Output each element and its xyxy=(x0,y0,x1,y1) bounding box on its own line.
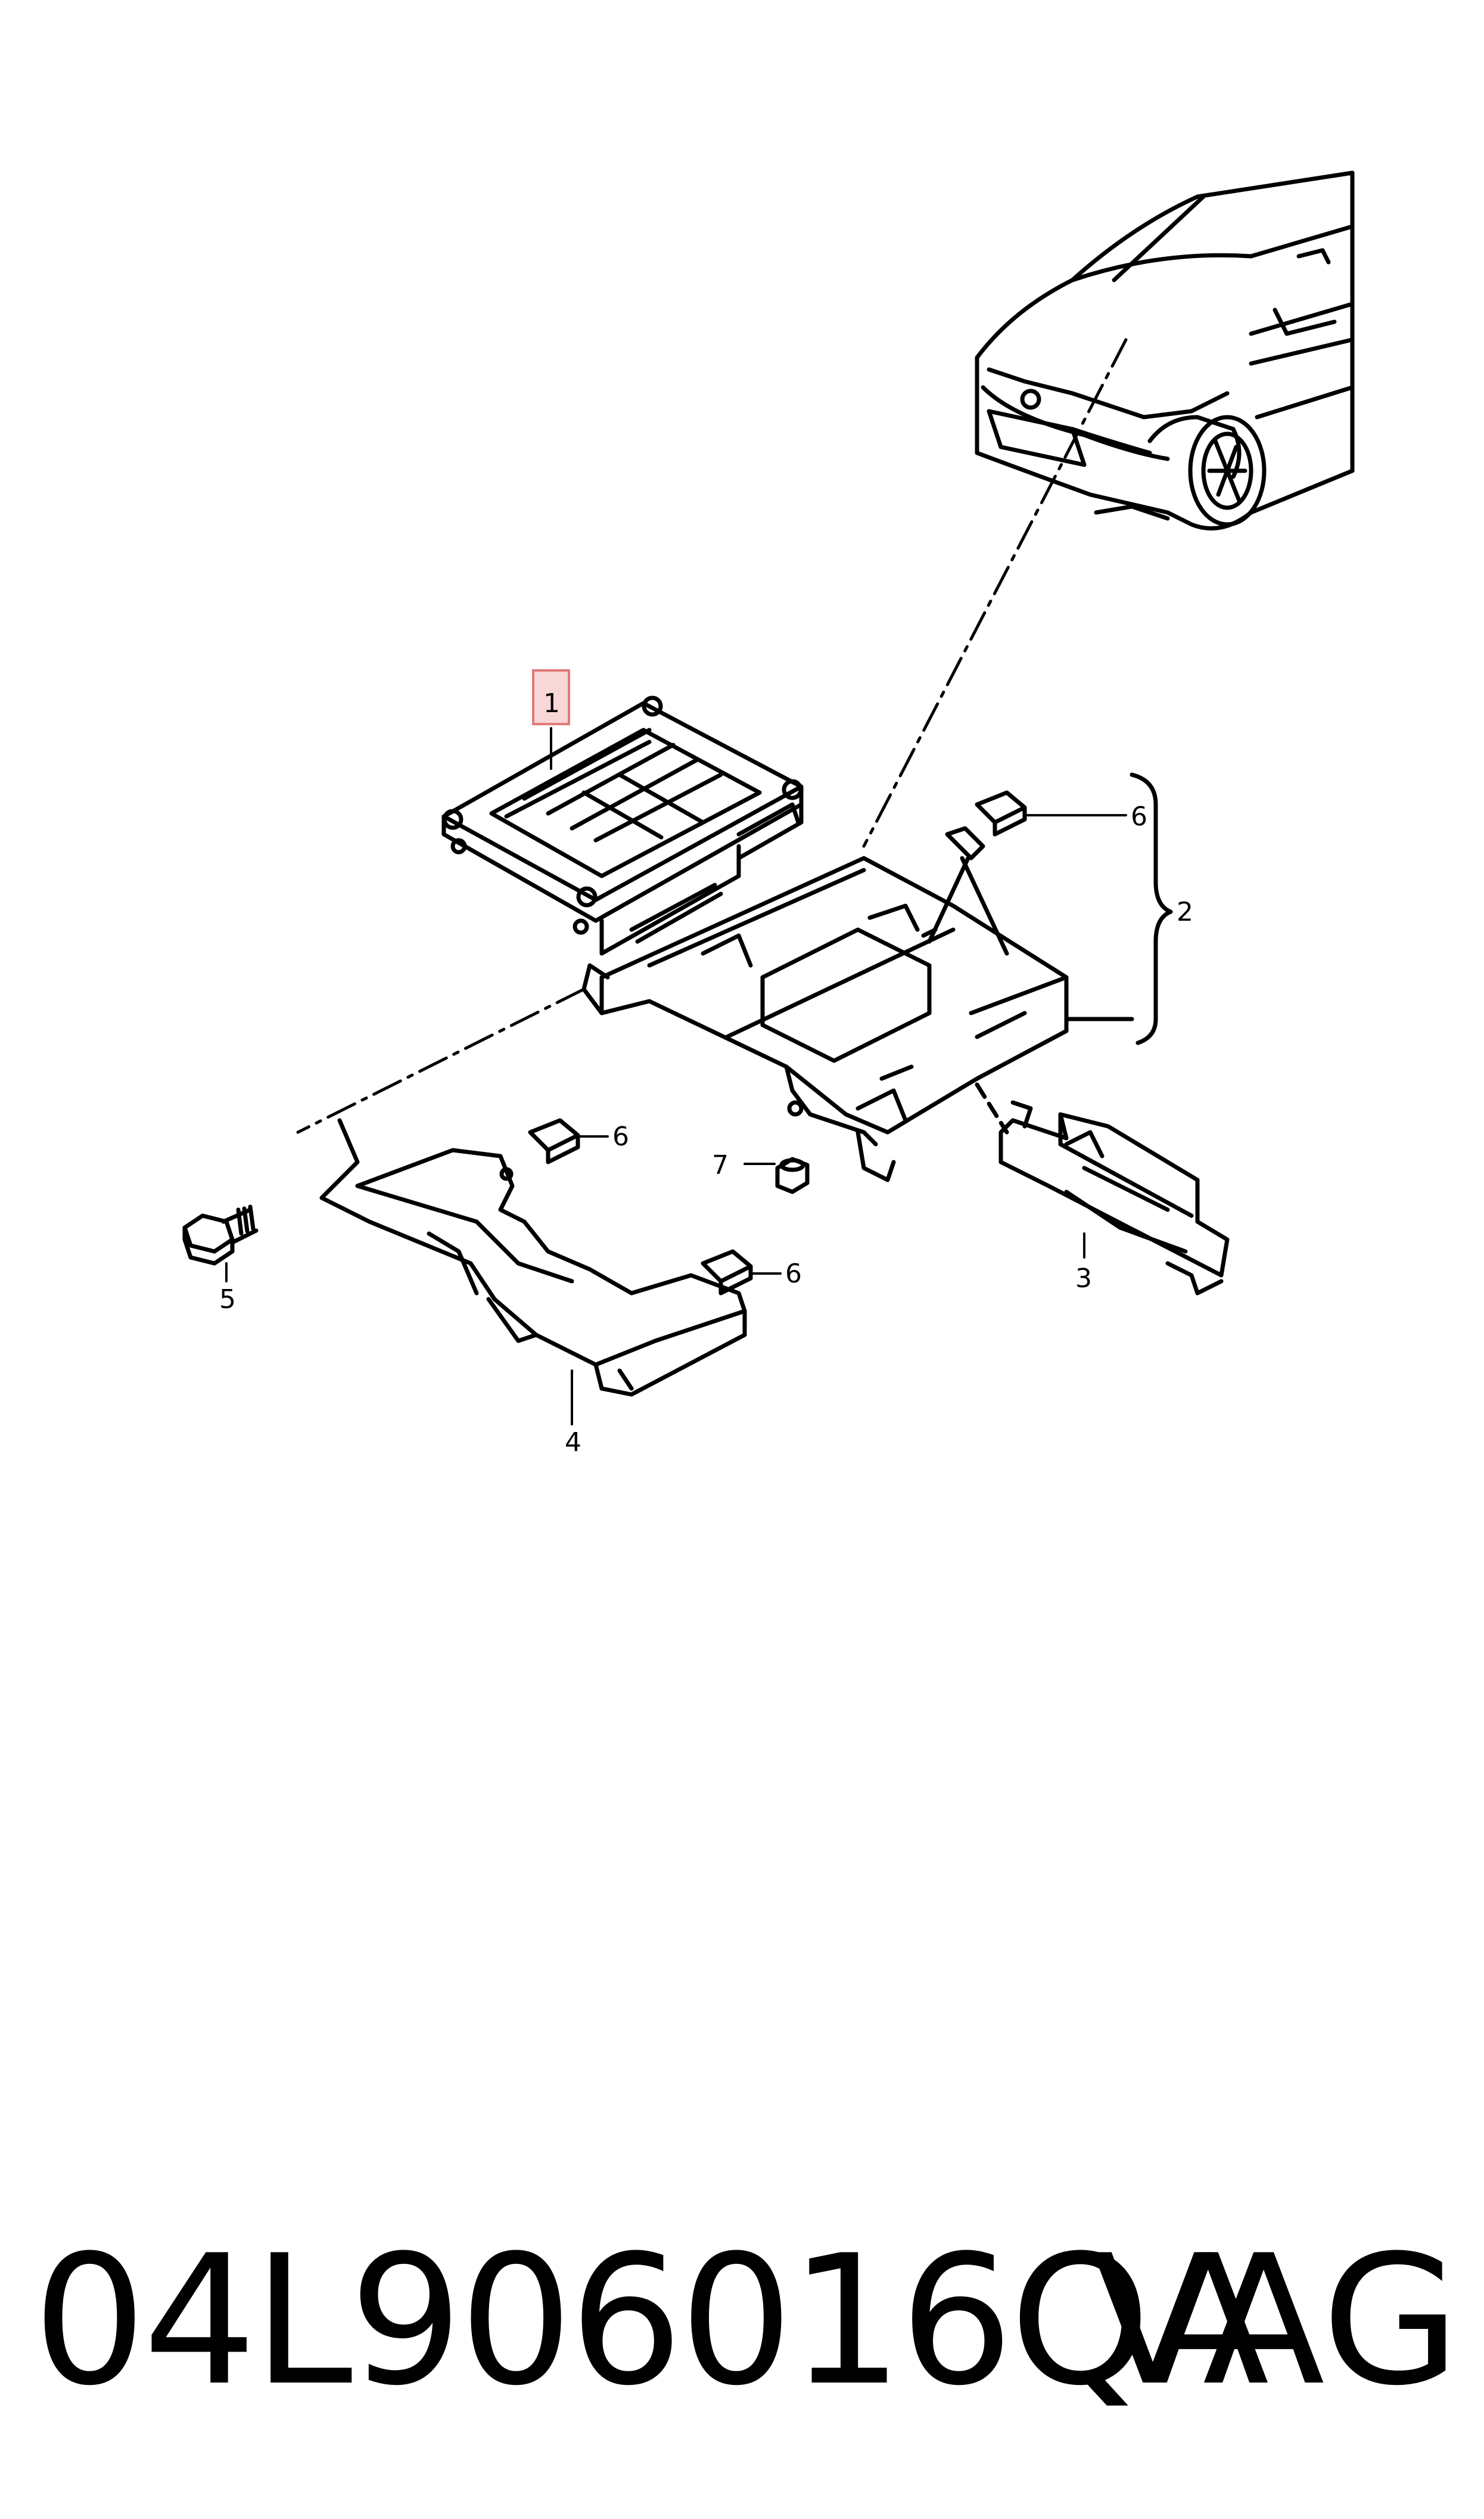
callout-6-middle: 6 xyxy=(612,1122,629,1152)
control-unit-part-1 xyxy=(441,695,804,956)
bolt-part-5 xyxy=(182,1204,259,1266)
part-number: 04L906016QA xyxy=(33,2217,1269,2425)
vehicle-illustration xyxy=(975,170,1355,531)
callout-3: 3 xyxy=(1075,1263,1092,1294)
callout-6-top: 6 xyxy=(1131,802,1147,832)
bracket-part-4 xyxy=(319,1118,747,1397)
bracket-part-3 xyxy=(975,1082,1230,1296)
callout-1-highlight xyxy=(532,669,570,725)
bracket-part-2 xyxy=(581,856,1069,1182)
callout-2: 2 xyxy=(1177,897,1193,927)
callout-7: 7 xyxy=(712,1150,729,1181)
callout-1: 1 xyxy=(543,688,560,719)
callout-5: 5 xyxy=(219,1284,236,1315)
parts-diagram: 1 2 3 4 5 6 6 6 7 xyxy=(182,170,1355,1458)
brand-label: VAG xyxy=(1091,2217,1460,2425)
callout-6-bottom: 6 xyxy=(785,1259,802,1289)
callout-4: 4 xyxy=(565,1427,581,1458)
nut-part-7 xyxy=(775,1157,810,1194)
